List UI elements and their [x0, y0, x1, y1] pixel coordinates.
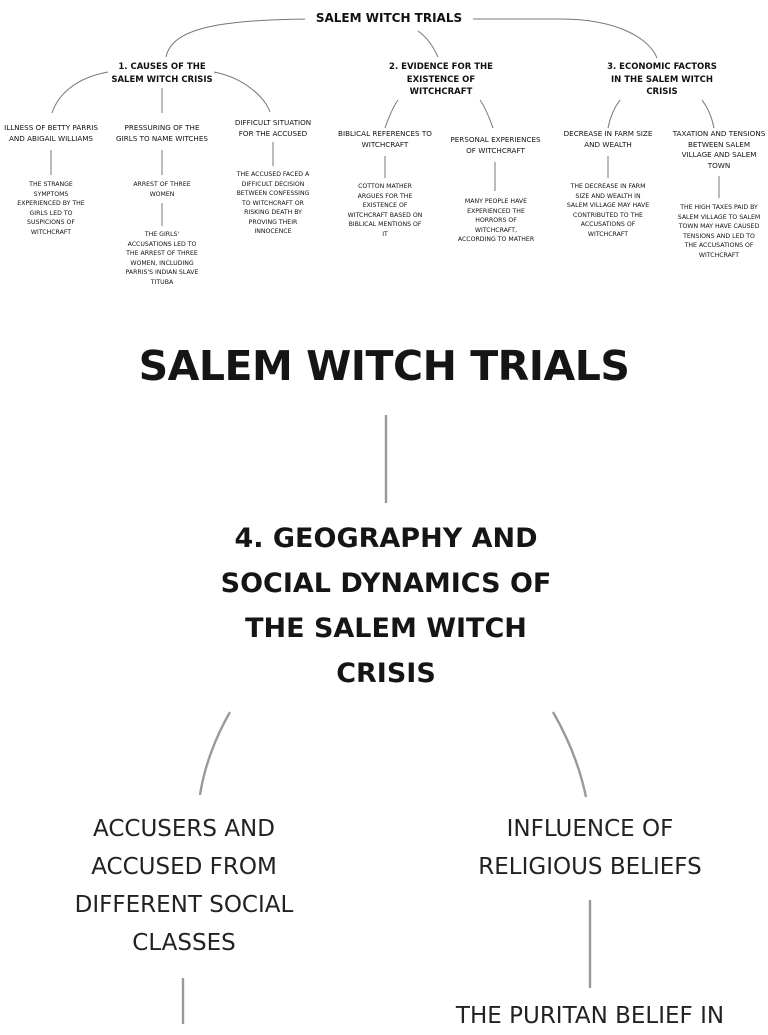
map2-title: SALEM WITCH TRIALS — [138, 342, 630, 390]
node-geography-social-dynamics: 4. GEOGRAPHY AND SOCIAL DYNAMICS OF THE … — [220, 523, 552, 689]
detail-many-people: MANY PEOPLE HAVE EXPERIENCED THE HORRORS… — [457, 198, 535, 243]
node-puritan-belief: THE PURITAN BELIEF IN — [455, 1003, 725, 1029]
node-accusers-accused: ACCUSERS AND ACCUSED FROM DIFFERENT SOCI… — [74, 816, 294, 956]
detail-accused-decision: THE ACCUSED FACED A DIFFICULT DECISION B… — [236, 171, 310, 235]
detail-cotton-mather: COTTON MATHER ARGUES FOR THE EXISTENCE O… — [347, 183, 423, 238]
detail-high-taxes: THE HIGH TAXES PAID BY SALEM VILLAGE TO … — [677, 204, 761, 259]
branch-evidence: 2. EVIDENCE FOR THE EXISTENCE OF WITCHCR… — [389, 62, 493, 97]
sub-difficult-situation: DIFFICULT SITUATION FOR THE ACCUSED — [234, 118, 312, 138]
sub-biblical: BIBLICAL REFERENCES TO WITCHCRAFT — [338, 129, 432, 149]
map1-title: SALEM WITCH TRIALS — [305, 11, 473, 27]
sub-taxation: TAXATION AND TENSIONS BETWEEN SALEM VILL… — [672, 129, 766, 170]
branch-causes: 1. CAUSES OF THE SALEM WITCH CRISIS — [111, 62, 213, 85]
detail-farm-decrease: THE DECREASE IN FARM SIZE AND WEALTH IN … — [566, 183, 650, 238]
branch-economic: 3. ECONOMIC FACTORS IN THE SALEM WITCH C… — [607, 62, 717, 97]
detail-girls-accusations: THE GIRLS' ACCUSATIONS LED TO THE ARREST… — [125, 231, 199, 286]
sub-personal: PERSONAL EXPERIENCES OF WITCHCRAFT — [450, 135, 541, 155]
detail-arrest: ARREST OF THREE WOMEN — [133, 181, 191, 198]
sub-illness: ILLNESS OF BETTY PARRIS AND ABIGAIL WILL… — [4, 123, 98, 143]
sub-pressuring: PRESSURING OF THE GIRLS TO NAME WITCHES — [116, 123, 208, 143]
sub-farm-size: DECREASE IN FARM SIZE AND WEALTH — [563, 129, 653, 149]
detail-strange-symptoms: THE STRANGE SYMPTOMS EXPERIENCED BY THE … — [17, 181, 85, 236]
node-religious-beliefs: INFLUENCE OF RELIGIOUS BELIEFS — [478, 816, 702, 880]
